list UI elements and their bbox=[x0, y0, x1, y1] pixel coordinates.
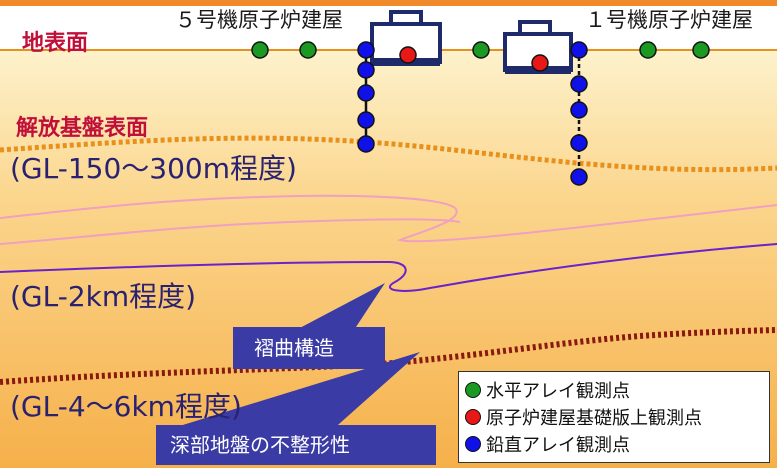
legend-item-horizontal-array: 水平アレイ観測点 bbox=[465, 376, 763, 403]
bedrock-depth-label: (GL-150〜300m程度) bbox=[10, 152, 297, 185]
horizontal-array-point bbox=[692, 41, 710, 59]
legend-label: 原子炉建屋基礎版上観測点 bbox=[486, 407, 702, 429]
unit1-building-label: １号機原子炉建屋 bbox=[585, 8, 753, 32]
foundation-observation-point bbox=[531, 54, 549, 72]
deep-callout-box bbox=[156, 425, 436, 465]
fold-callout-pointer bbox=[296, 283, 385, 330]
vertical-array-point bbox=[570, 134, 588, 152]
deep-irregularity-callout: 深部地盤の不整形性 bbox=[170, 433, 350, 457]
fold-callout-box bbox=[233, 327, 385, 369]
horizontal-array-point bbox=[639, 41, 657, 59]
horizontal-array-point bbox=[251, 41, 269, 59]
deep-irregular-line bbox=[0, 327, 777, 385]
deep-callout-pointer bbox=[160, 352, 420, 432]
vertical-array-point bbox=[570, 168, 588, 186]
vertical-array-point bbox=[357, 111, 375, 129]
fold-line-upper bbox=[0, 194, 777, 243]
red-dot-icon bbox=[465, 408, 481, 425]
vertical-array-point bbox=[357, 135, 375, 153]
fold-line-middle bbox=[0, 218, 461, 245]
foundation-observation-point bbox=[399, 46, 417, 64]
vertical-array-point bbox=[357, 84, 375, 102]
vertical-array-point bbox=[570, 75, 588, 93]
vertical-array-point bbox=[357, 61, 375, 79]
bedrock-surface-line bbox=[0, 135, 777, 173]
unit5-building-label: ５号機原子炉建屋 bbox=[175, 8, 343, 32]
fold-structure-callout: 褶曲構造 bbox=[254, 336, 334, 360]
legend-label: 水平アレイ観測点 bbox=[486, 380, 630, 402]
horizontal-array-point bbox=[472, 41, 490, 59]
legend: 水平アレイ観測点 原子炉建屋基礎版上観測点 鉛直アレイ観測点 bbox=[458, 371, 770, 463]
fold-line-purple bbox=[0, 243, 777, 292]
legend-item-vertical-array: 鉛直アレイ観測点 bbox=[465, 430, 763, 457]
blue-dot-icon bbox=[465, 435, 481, 452]
legend-item-foundation: 原子炉建屋基礎版上観測点 bbox=[465, 403, 763, 430]
vertical-array-point bbox=[357, 41, 375, 59]
green-dot-icon bbox=[465, 381, 481, 398]
top-band bbox=[0, 0, 777, 6]
bedrock-surface-label: 解放基盤表面 bbox=[16, 116, 149, 141]
legend-label: 鉛直アレイ観測点 bbox=[486, 434, 630, 456]
deep-depth-label: (GL-4〜6km程度) bbox=[10, 390, 242, 423]
horizontal-array-point bbox=[299, 41, 317, 59]
vertical-array-point bbox=[570, 101, 588, 119]
ground-surface-label: 地表面 bbox=[22, 31, 89, 56]
fold-depth-label: (GL-2km程度) bbox=[10, 280, 197, 313]
vertical-array-point bbox=[570, 41, 588, 59]
